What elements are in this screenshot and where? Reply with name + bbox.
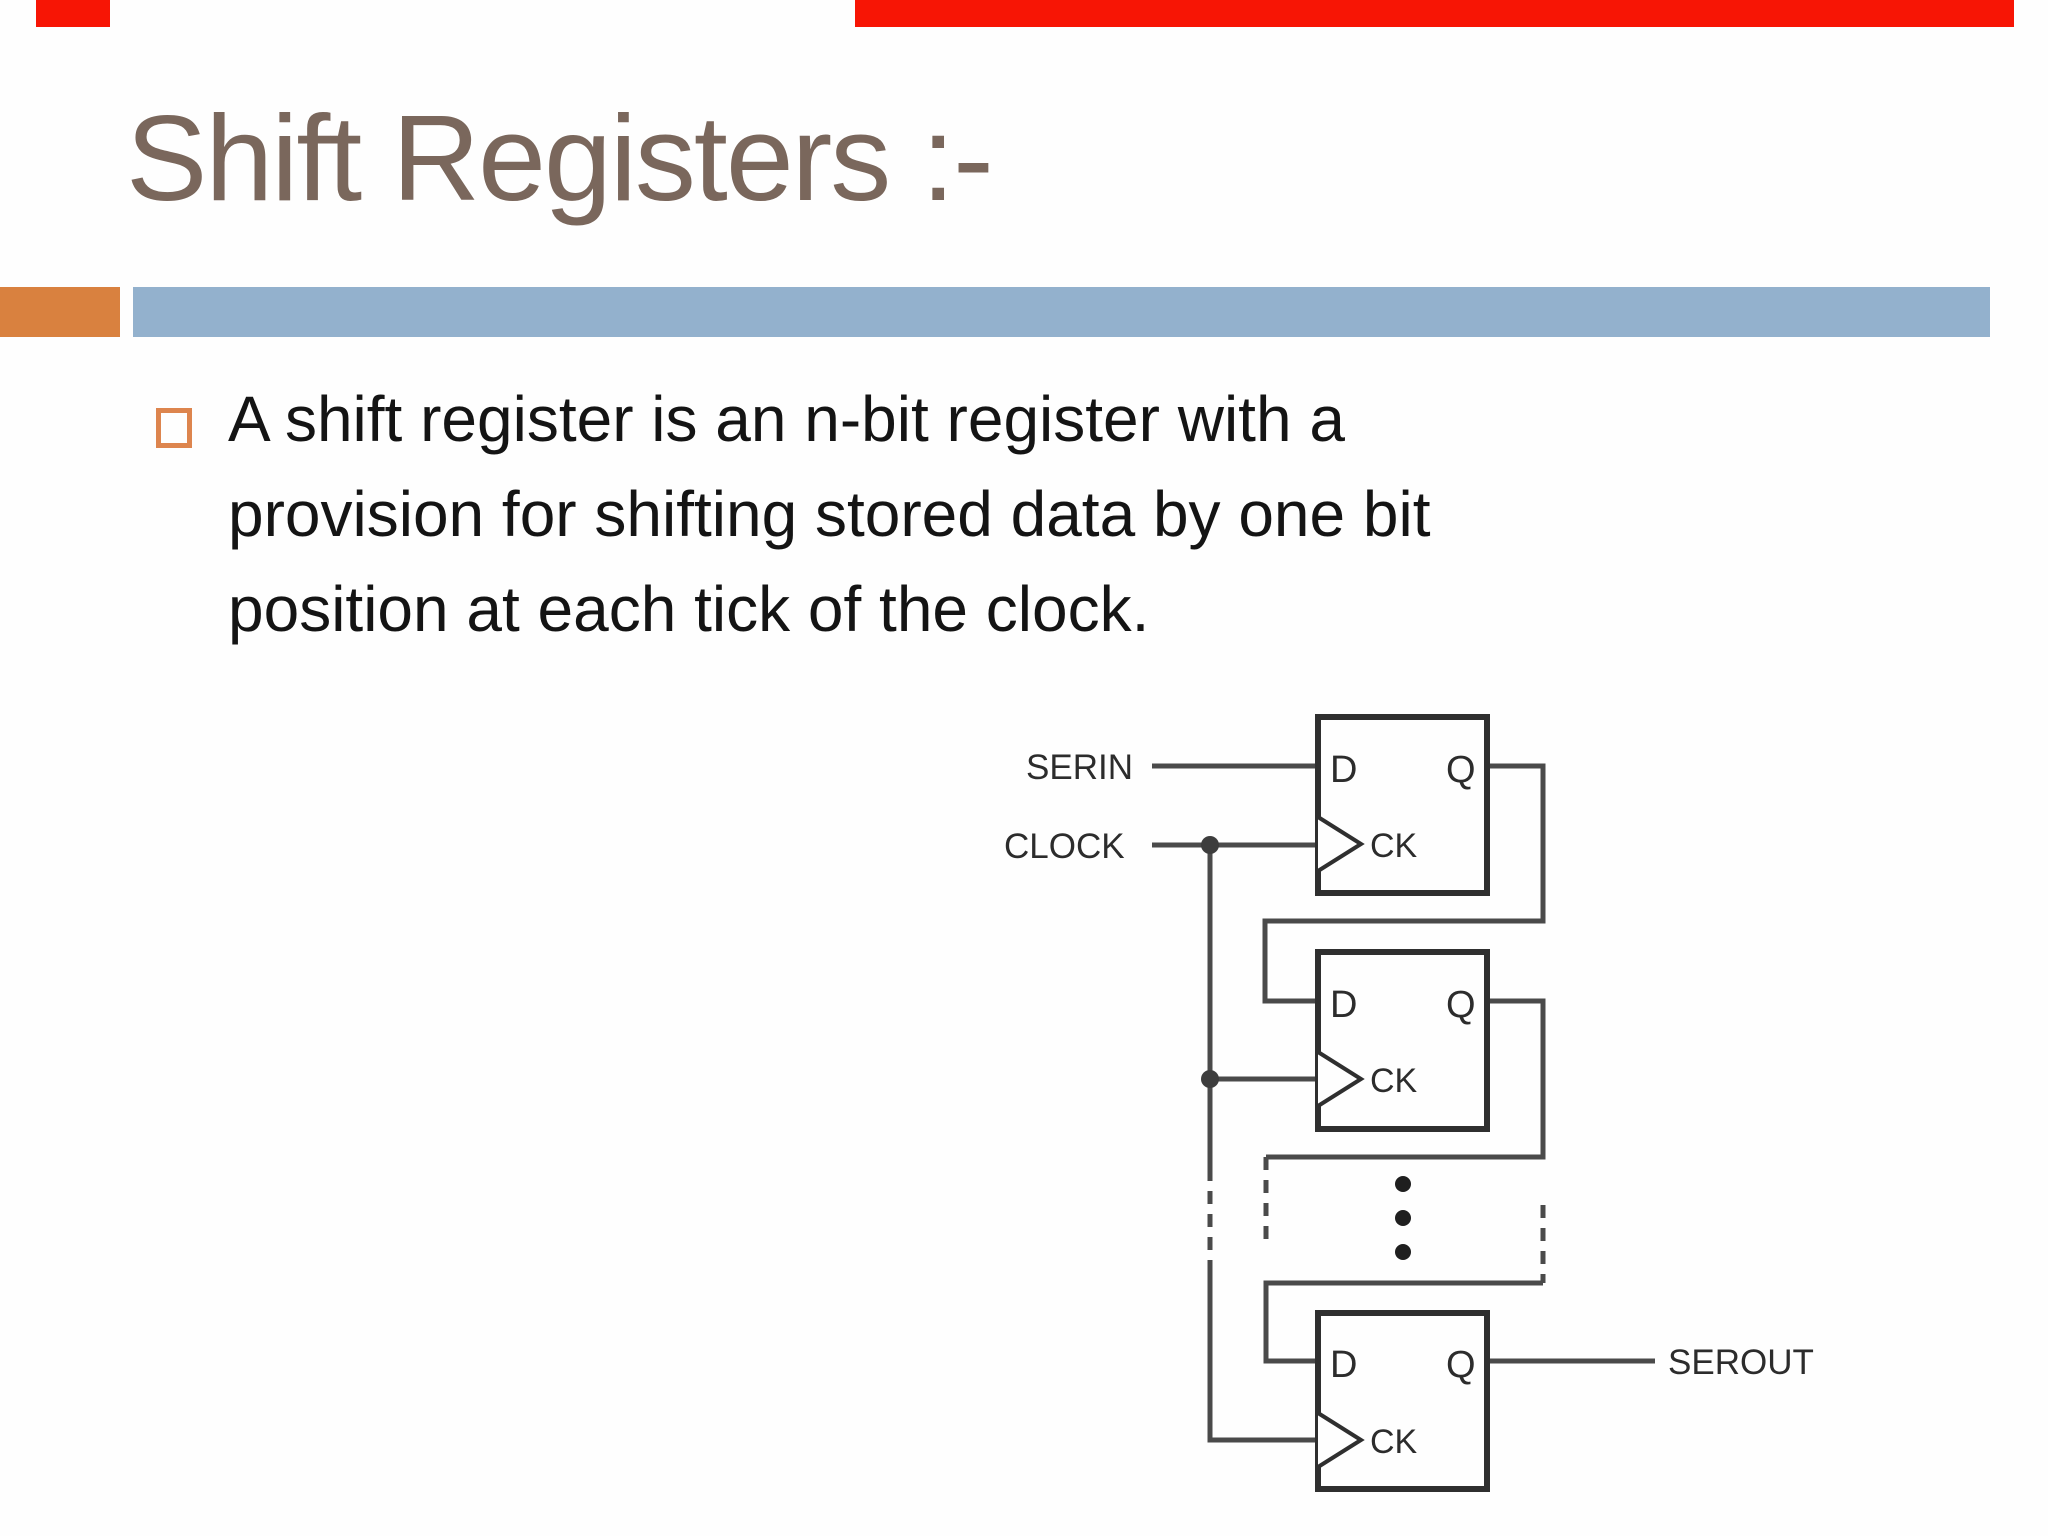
top-red-bar-right [855,0,2014,27]
flip-flop-2-box [1315,949,1490,1132]
ellipsis-dot-3 [1395,1244,1411,1260]
flip-flop-2-d-label: D [1330,984,1357,1026]
flip-flop-3-d-label: D [1330,1344,1357,1386]
bullet-text-line-1: A shift register is an n-bit register wi… [228,383,1345,455]
accent-bar-blue [133,287,1990,337]
flip-flop-1-d-label: D [1330,749,1357,791]
flip-flop-1-ck-label: CK [1370,827,1418,865]
serout-label: SEROUT [1668,1343,1814,1382]
flip-flop-3-ck-label: CK [1370,1423,1418,1461]
bullet-marker [156,408,192,448]
accent-bar-orange [0,287,120,337]
prev-q-to-d3-wire [1263,1280,1543,1364]
flip-flop-2-q-label: Q [1446,984,1476,1026]
slide-title: Shift Registers :- [126,90,994,226]
clock-trunk-lower [1207,1270,1318,1443]
bullet-text-line-2: provision for shifting stored data by on… [228,478,1431,550]
clock-junction-dot-2 [1201,1070,1219,1088]
bullet-text-line-3: position at each tick of the clock. [228,573,1150,645]
bullet-text: A shift register is an n-bit register wi… [228,372,1716,657]
flip-flop-2-clock-triangle-icon [1316,1050,1365,1108]
ellipsis-dot-2 [1395,1210,1411,1226]
clock-junction-dot-1 [1201,836,1219,854]
q2-out-wire [1266,998,1546,1160]
flip-flop-1-clock-triangle-icon [1316,815,1365,873]
flip-flop-1-box [1315,714,1490,896]
clock-label: CLOCK [1004,827,1125,866]
flip-flop-3-q-label: Q [1446,1344,1476,1386]
top-red-bar-left [36,0,110,27]
flip-flop-3-clock-triangle-icon [1316,1411,1365,1469]
serin-label: SERIN [1026,748,1133,787]
flip-flop-1-q-label: Q [1446,749,1476,791]
q1-to-d2-wire [1262,763,1546,1004]
ellipsis-dot-1 [1395,1176,1411,1192]
bullet-item: A shift register is an n-bit register wi… [156,372,1716,657]
flip-flop-2-ck-label: CK [1370,1062,1418,1100]
flip-flop-3-box [1315,1310,1490,1492]
